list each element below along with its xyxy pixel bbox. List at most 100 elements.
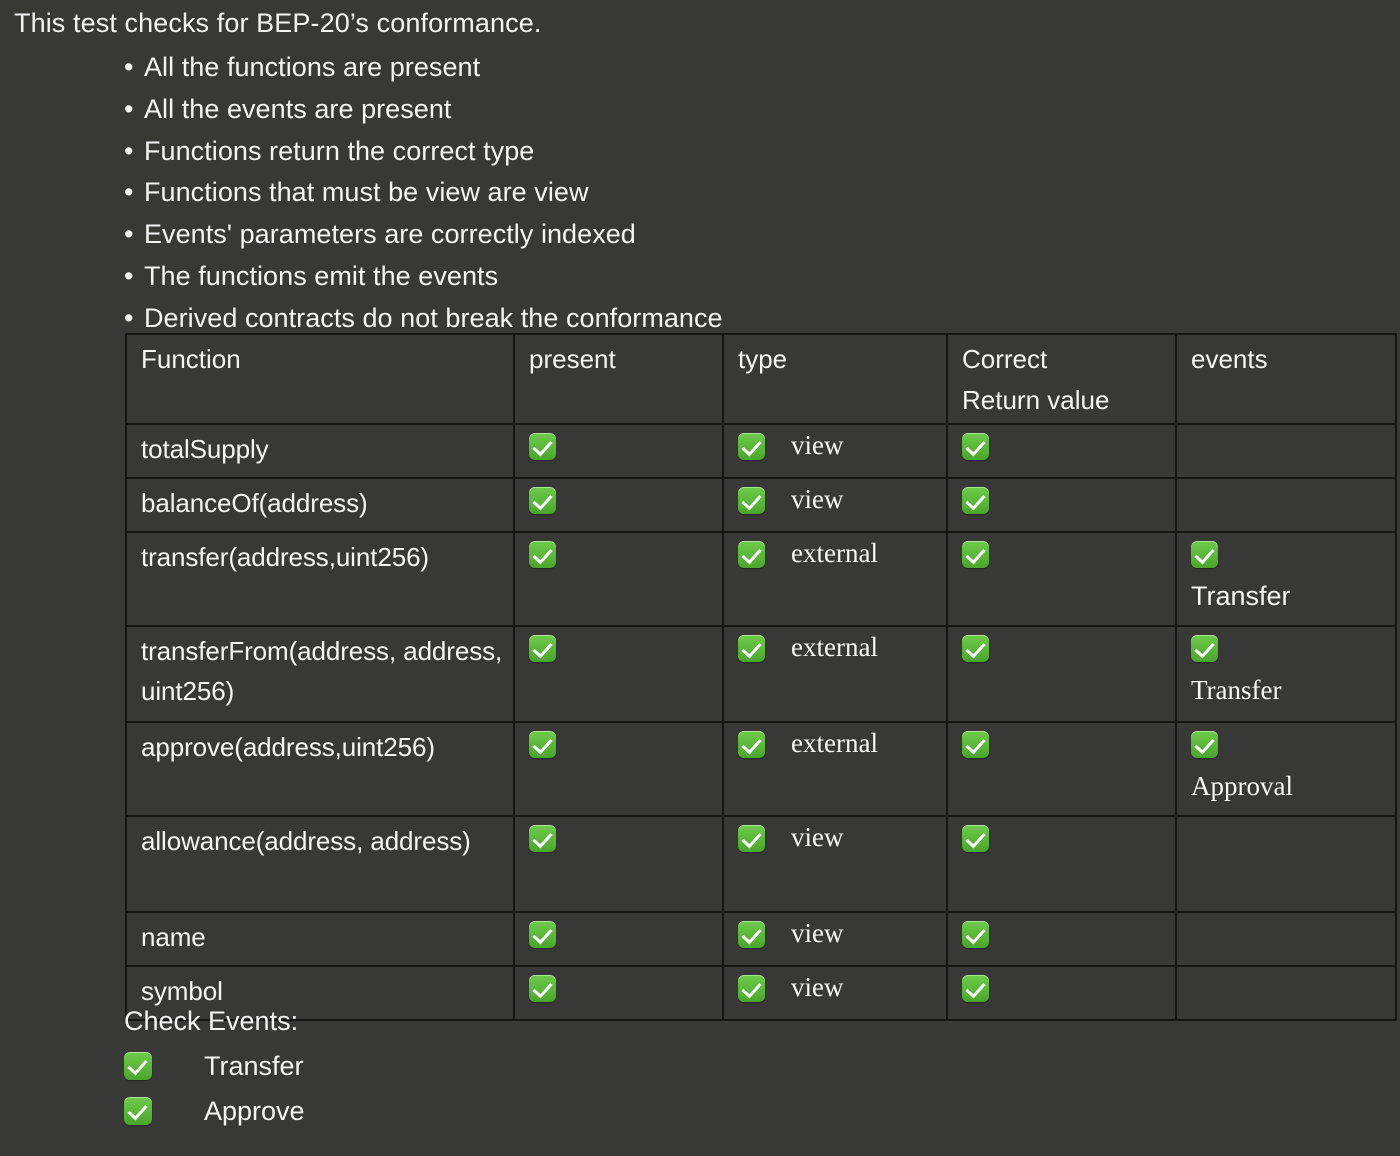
criteria-item: •Functions that must be view are view: [124, 172, 1124, 214]
type-wrapper: external: [738, 727, 946, 760]
cell-present: [513, 815, 724, 913]
bullet-dot-icon: •: [124, 93, 134, 124]
check-mark-icon: [1191, 731, 1218, 758]
cell-correct-return-value: [946, 965, 1177, 1021]
check-mark-icon: [962, 433, 989, 460]
cell-function-name: transferFrom(address, address, uint256): [125, 625, 515, 723]
cell-correct-return-value: [946, 721, 1177, 817]
check-mark-icon: [962, 921, 989, 948]
bullet-dot-icon: •: [124, 52, 134, 82]
type-wrapper: view: [738, 483, 946, 516]
type-wrapper: view: [738, 917, 946, 950]
cell-events: Transfer: [1175, 625, 1397, 723]
table-row: name view: [125, 911, 1397, 967]
cell-function-name: transfer(address,uint256): [125, 531, 515, 627]
check-mark-icon: [738, 825, 765, 852]
criteria-item: •The functions emit the events: [124, 256, 1124, 298]
check-mark-icon: [962, 975, 989, 1002]
table-row: transferFrom(address, address, uint256) e…: [125, 625, 1397, 723]
bullet-dot-icon: •: [124, 302, 134, 333]
check-event-label: Approve: [204, 1095, 305, 1126]
event-name-label: Transfer: [1191, 581, 1291, 611]
check-mark-icon: [738, 541, 765, 568]
check-mark-icon: [738, 635, 765, 662]
column-header-correct-line2: Return value: [962, 385, 1110, 415]
check-mark-icon: [738, 433, 765, 460]
type-wrapper: view: [738, 821, 946, 854]
column-header-present: present: [513, 333, 724, 425]
check-mark-icon: [738, 921, 765, 948]
cell-present: [513, 477, 724, 533]
cell-events: [1175, 423, 1397, 479]
type-label: external: [791, 632, 878, 662]
cell-present: [513, 423, 724, 479]
cell-events: Transfer: [1175, 531, 1397, 627]
check-mark-icon: [962, 487, 989, 514]
cell-events: [1175, 477, 1397, 533]
type-label: view: [791, 918, 844, 948]
check-mark-icon: [529, 541, 556, 568]
cell-type: view: [722, 423, 948, 479]
cell-function-name: approve(address,uint256): [125, 721, 515, 817]
cell-function-name: symbol: [125, 965, 515, 1021]
cell-function-name: allowance(address, address): [125, 815, 515, 913]
column-header-correct-return-value: Correct Return value: [946, 333, 1177, 425]
type-wrapper: external: [738, 537, 946, 570]
check-mark-icon: [738, 731, 765, 758]
criteria-item-label: The functions emit the events: [144, 260, 499, 291]
check-event-label: Transfer: [204, 1050, 304, 1081]
table-header-row: Function present type Correct Return val…: [125, 333, 1397, 425]
check-mark-icon: [529, 731, 556, 758]
event-name-label: Approval: [1191, 771, 1293, 801]
bullet-dot-icon: •: [124, 219, 134, 250]
type-label: external: [791, 538, 878, 568]
cell-events: [1175, 965, 1397, 1021]
criteria-item-label: Events' parameters are correctly indexed: [144, 219, 636, 250]
criteria-item: •Functions return the correct type: [124, 131, 1124, 173]
column-header-events: events: [1175, 333, 1397, 425]
cell-correct-return-value: [946, 625, 1177, 723]
check-mark-icon: [529, 921, 556, 948]
cell-present: [513, 911, 724, 967]
cell-correct-return-value: [946, 531, 1177, 627]
check-mark-icon: [529, 433, 556, 460]
criteria-item: •Derived contracts do not break the conf…: [124, 298, 1124, 340]
check-mark-icon: [738, 975, 765, 1002]
cell-type: view: [722, 477, 948, 533]
table-row: symbol view: [125, 965, 1397, 1021]
check-mark-icon: [962, 635, 989, 662]
criteria-item: •All the functions are present: [124, 47, 1124, 89]
check-mark-icon: [124, 1051, 152, 1080]
cell-type: view: [722, 965, 948, 1021]
check-mark-icon: [1191, 541, 1218, 568]
cell-present: [513, 965, 724, 1021]
cell-events: [1175, 815, 1397, 913]
cell-correct-return-value: [946, 911, 1177, 967]
criteria-item-label: Functions that must be view are view: [144, 177, 589, 208]
criteria-item-label: All the events are present: [144, 93, 452, 124]
table-row: allowance(address, address) view: [125, 815, 1397, 913]
cell-type: external: [722, 625, 948, 723]
column-header-type: type: [722, 333, 948, 425]
check-events-title: Check Events:: [124, 1006, 299, 1036]
conformance-table: Function present type Correct Return val…: [125, 333, 1397, 1021]
cell-type: view: [722, 815, 948, 913]
cell-function-name: name: [125, 911, 515, 967]
type-label: external: [791, 728, 878, 758]
check-mark-icon: [529, 487, 556, 514]
type-wrapper: view: [738, 971, 946, 1004]
cell-correct-return-value: [946, 423, 1177, 479]
bullet-dot-icon: •: [124, 135, 134, 166]
cell-type: external: [722, 531, 948, 627]
page-title: This test checks for BEP-20’s conformanc…: [14, 8, 542, 38]
cell-function-name: balanceOf(address): [125, 477, 515, 533]
check-mark-icon: [529, 825, 556, 852]
check-mark-icon: [1191, 635, 1218, 662]
cell-present: [513, 625, 724, 723]
